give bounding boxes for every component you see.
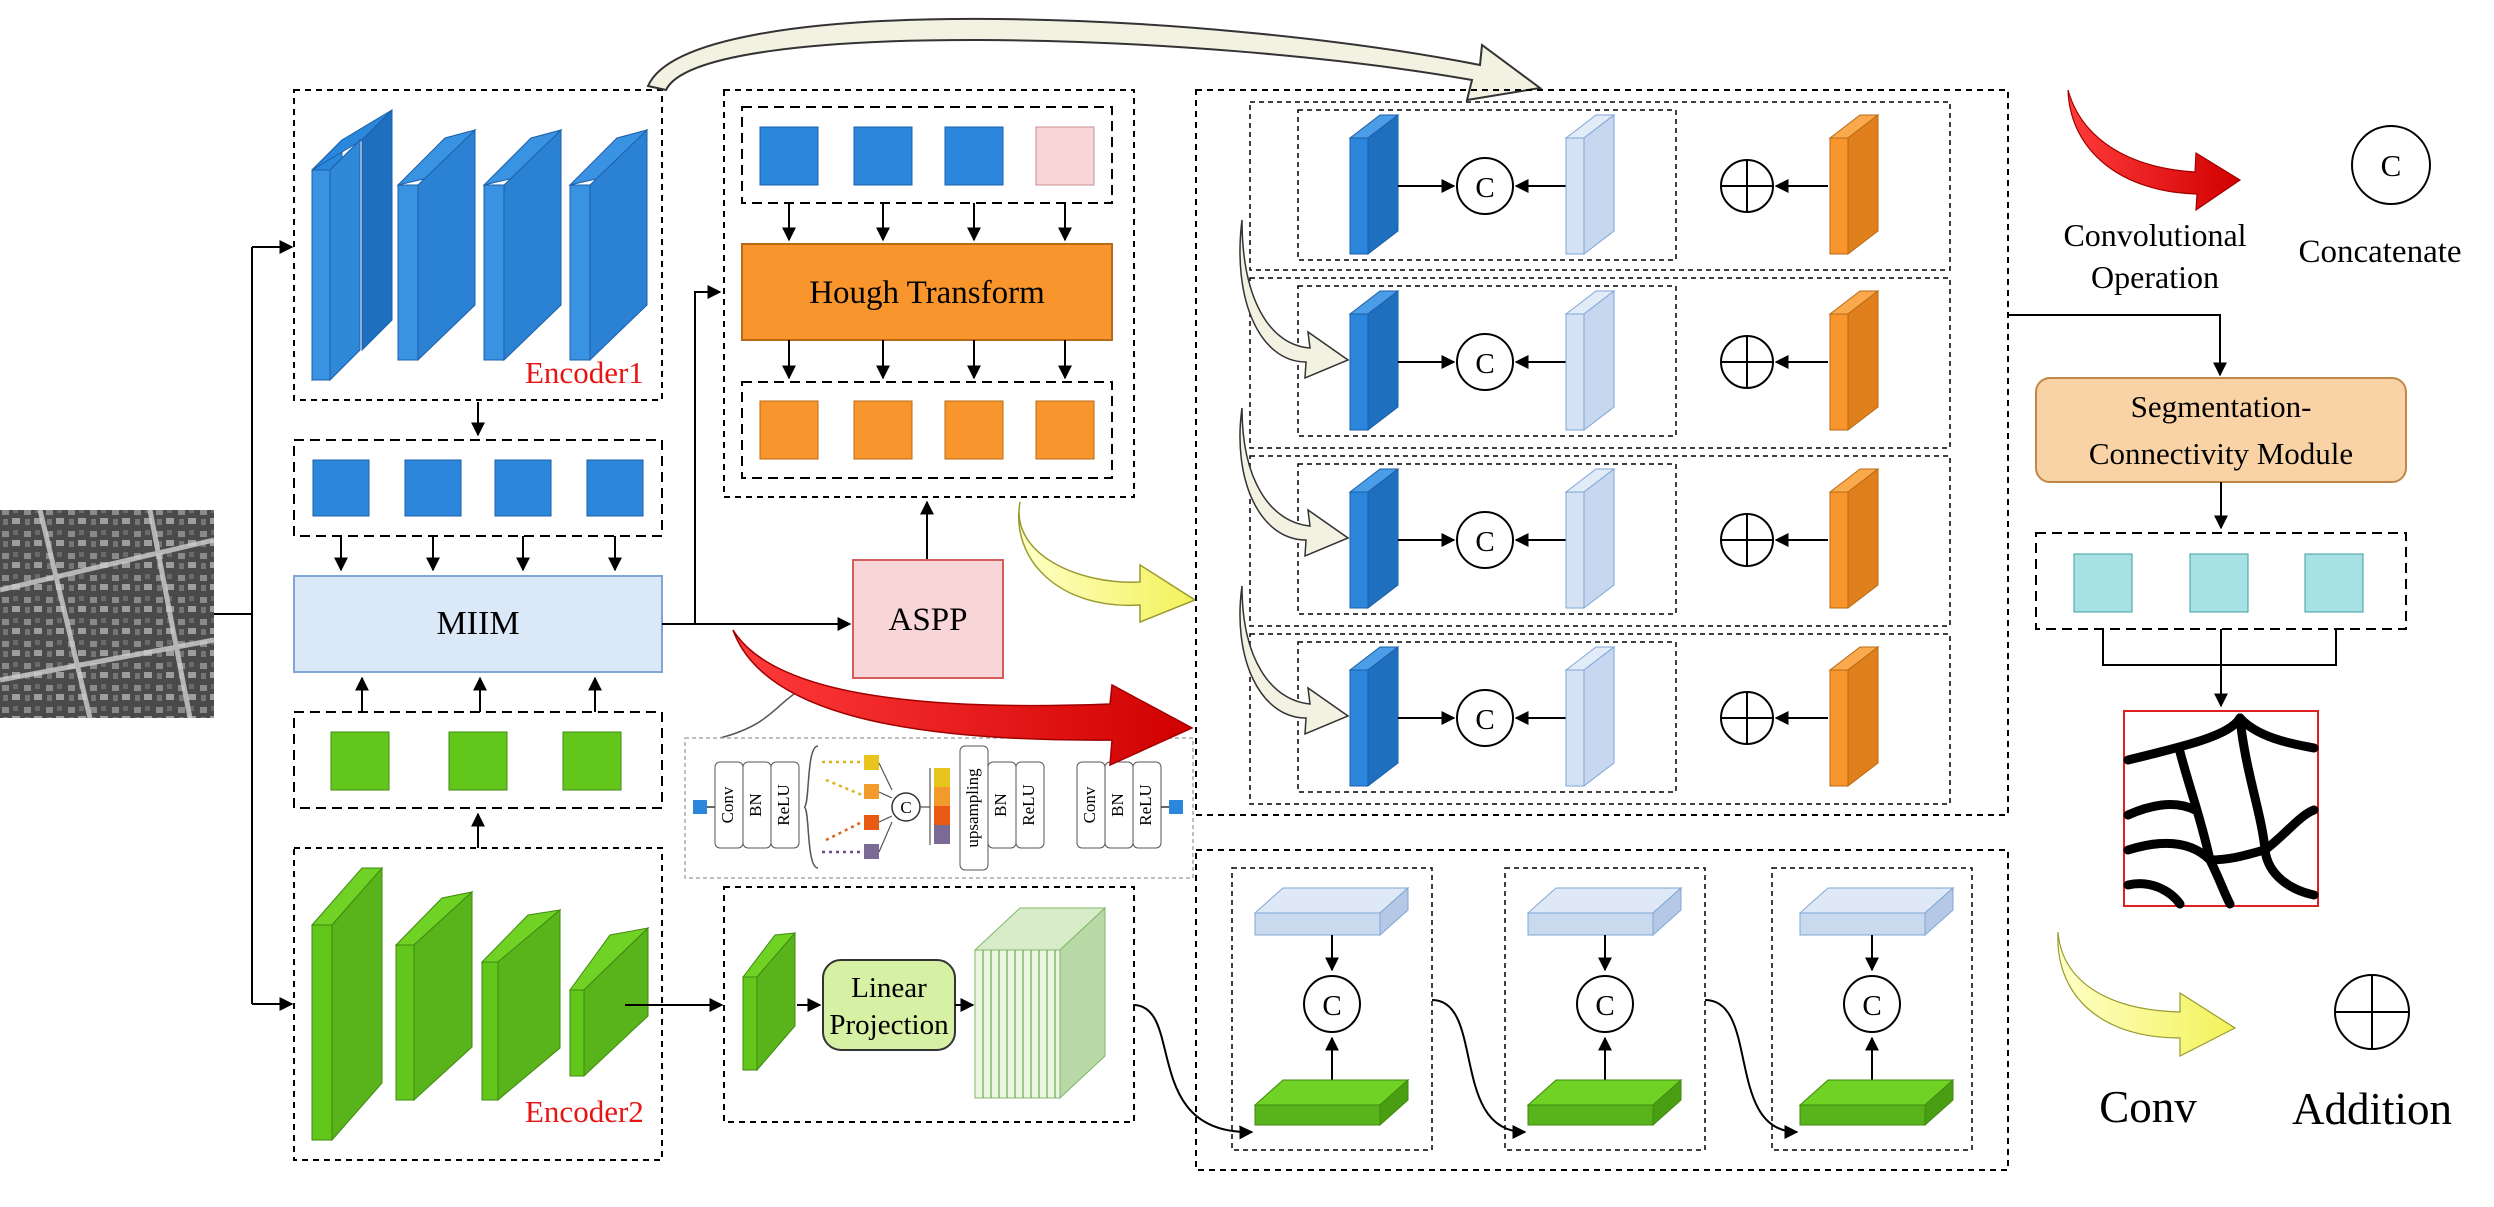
- encoder2-block-3: [480, 908, 562, 1102]
- curve-projection-to-fusion: [1132, 1004, 1254, 1140]
- fusion-block-3: C: [1771, 867, 1973, 1151]
- aspp-detail-bn2: BN: [991, 793, 1010, 817]
- projection-input-block: [741, 931, 797, 1072]
- projection-box: [723, 886, 1135, 1123]
- fusion-concat-c: C: [1322, 990, 1341, 1022]
- hough-transform-label: Hough Transform: [809, 275, 1045, 311]
- encoder2-box: [293, 847, 663, 1161]
- input-aerial-image: [0, 509, 215, 719]
- decoder-outer-box: [1195, 89, 2009, 816]
- yellow-arrow-hough-to-decoder: [1018, 501, 1197, 624]
- legend-concat-circle: [2351, 125, 2431, 205]
- linear-projection-label-2: Projection: [829, 1009, 949, 1041]
- hough-outer-box: [723, 89, 1135, 498]
- legend-yellow-arrow: [2057, 931, 2237, 1057]
- miim-module: [293, 575, 663, 673]
- legend-conv-op-line1: Convolutional: [2063, 217, 2246, 253]
- fusion-concat-c: C: [1595, 990, 1614, 1022]
- aspp-label: ASPP: [889, 602, 968, 638]
- aspp-detail-inset: Conv BN ReLU C upsampling BN ReLU: [684, 737, 1194, 879]
- encoder2-block-2: [394, 890, 474, 1102]
- miim-output-connectors: [662, 285, 852, 631]
- encoder1-feature-squares: [312, 459, 644, 517]
- output-teal-squares: [2073, 553, 2364, 613]
- encoder2-blocks: [310, 866, 650, 1142]
- decoder-stage-grey-arrows: [1239, 219, 1350, 736]
- arrows-to-hough: [782, 203, 1072, 242]
- aspp-detail-leader: [719, 689, 801, 739]
- arrows-to-miim: [334, 536, 622, 572]
- arrow-decoder-to-seg-module: [2008, 314, 2227, 377]
- decoder-concat-c: C: [1475, 526, 1494, 558]
- encoder1-feature-row: [293, 439, 663, 537]
- miim-label: MIIM: [436, 605, 519, 642]
- decoder-stage-1: C: [1249, 101, 1951, 271]
- encoder2-block-4: [569, 926, 650, 1078]
- aspp-module: [852, 559, 1004, 679]
- road-mask-output: [2123, 710, 2319, 909]
- encoder1-block-3: [482, 128, 563, 362]
- encoder1-block-1: [311, 108, 393, 382]
- encoder2-feature-squares: [330, 731, 622, 791]
- red-arrow-miim-to-decoder: [732, 629, 1194, 767]
- output-feature-row: [2035, 532, 2407, 630]
- encoder2-feature-row: [293, 711, 663, 809]
- aspp-detail-bn1: BN: [746, 793, 765, 817]
- encoder1-block-2: [396, 128, 477, 362]
- legend-addition-cross: [2335, 975, 2409, 1049]
- aspp-detail-conv1: Conv: [718, 786, 737, 823]
- aspp-detail-upsampling: upsampling: [963, 768, 982, 848]
- legend-concatenate-label: Concatenate: [2298, 234, 2461, 270]
- seg-module-label-2: Connectivity Module: [2089, 436, 2353, 471]
- seg-module-label-1: Segmentation-: [2131, 389, 2312, 424]
- decoder-stage-4: C: [1249, 633, 1951, 805]
- legend-addition-label: Addition: [2292, 1084, 2452, 1134]
- legend-conv-label: Conv: [2099, 1082, 2197, 1132]
- aspp-detail-relu1: ReLU: [774, 784, 793, 826]
- patch-token-stack: [973, 906, 1107, 1100]
- aspp-detail-bn3: BN: [1108, 793, 1127, 817]
- fusion-block-1: C: [1231, 867, 1433, 1151]
- encoder2-label: Encoder2: [525, 1094, 644, 1129]
- hough-transform-module: [741, 243, 1113, 341]
- decoder-concat-c: C: [1475, 172, 1494, 204]
- output-merge-connector: [2102, 629, 2337, 708]
- encoder2-block-1: [310, 866, 384, 1142]
- aspp-detail-conv2: Conv: [1080, 786, 1099, 823]
- aspp-detail-concat: C: [900, 798, 911, 817]
- fusion-concat-c: C: [1862, 990, 1881, 1022]
- input-branch-connector: [214, 240, 294, 1011]
- hough-output-row: [741, 381, 1113, 479]
- encoder1-blocks: [311, 108, 649, 382]
- fusion-block-2: C: [1504, 867, 1706, 1151]
- aspp-detail-relu3: ReLU: [1136, 784, 1155, 826]
- hough-input-row: [741, 106, 1113, 204]
- decoder-concat-c: C: [1475, 704, 1494, 736]
- arrows-from-hough: [782, 340, 1072, 380]
- decoder-concat-c: C: [1475, 348, 1494, 380]
- fusion-outer-box: [1195, 849, 2009, 1171]
- fusion-chain-curves: [1431, 999, 1799, 1139]
- linear-projection-label-1: Linear: [851, 972, 927, 1004]
- hough-output-squares: [759, 400, 1095, 460]
- hough-input-squares: [759, 126, 1095, 186]
- decoder-stage-2: C: [1249, 277, 1951, 449]
- encoder1-block-4: [568, 128, 649, 362]
- encoder1-label: Encoder1: [525, 355, 644, 390]
- legend: Convolutional Operation C Concatenate Co…: [2057, 89, 2462, 1134]
- arrows-from-encoder2-row: [355, 676, 602, 712]
- legend-red-arrow: [2067, 89, 2242, 212]
- legend-concat-c: C: [2381, 148, 2402, 183]
- aspp-detail-relu2: ReLU: [1019, 784, 1038, 826]
- legend-conv-op-line2: Operation: [2091, 259, 2219, 295]
- skip-arrow-encoder1-to-decoder: [646, 17, 1543, 102]
- decoder-stage-3: C: [1249, 455, 1951, 627]
- encoder1-box: [293, 89, 663, 401]
